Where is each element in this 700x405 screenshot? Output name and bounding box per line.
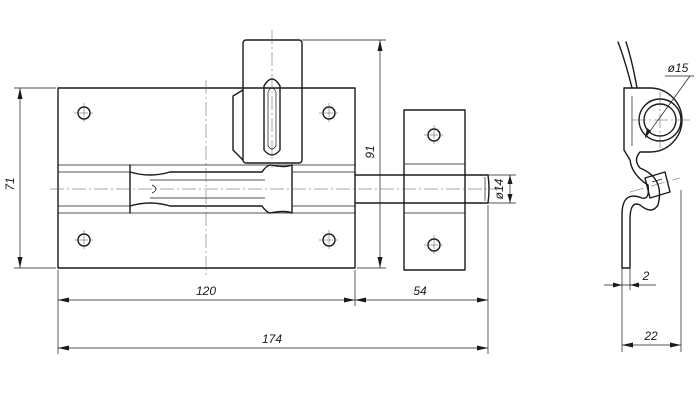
side-view — [617, 41, 692, 269]
mounting-hole — [424, 235, 444, 255]
bolt-section — [644, 171, 671, 199]
dim-label-54: 54 — [413, 284, 427, 298]
dim-label-depth: 22 — [643, 329, 658, 343]
base-plate — [57, 87, 356, 269]
mounting-hole — [424, 125, 444, 145]
dim-label-thickness: 2 — [642, 269, 650, 283]
handle — [232, 39, 303, 164]
dim-label-bolt-diameter: ø14 — [492, 178, 506, 199]
dim-label-120: 120 — [196, 284, 216, 298]
dim-label-71: 71 — [3, 177, 17, 190]
dimension-lines — [14, 39, 694, 354]
bolt — [129, 164, 490, 214]
dim-label-eye-diameter: ø15 — [668, 61, 689, 75]
mounting-hole — [319, 230, 339, 250]
keeper-plate — [403, 109, 466, 271]
front-view — [50, 30, 500, 276]
mounting-hole — [74, 230, 94, 250]
dim-label-174: 174 — [262, 332, 282, 346]
keeper — [403, 109, 466, 271]
mounting-hole — [74, 103, 94, 123]
dim-label-91: 91 — [363, 145, 377, 158]
mounting-hole — [319, 103, 339, 123]
